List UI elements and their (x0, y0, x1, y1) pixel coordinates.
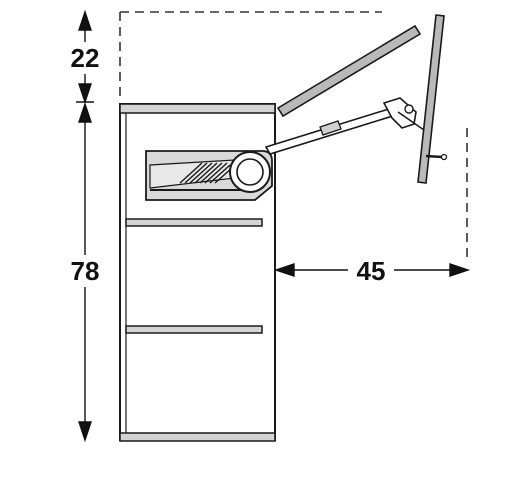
flap (276, 14, 448, 184)
arm-link (397, 111, 425, 131)
dim-78-label: 78 (71, 256, 100, 286)
dim-22-arrow-top (78, 9, 92, 31)
pivot-disc-inner (236, 158, 264, 186)
dim-22-label: 22 (71, 43, 100, 73)
lift-mechanism (145, 150, 273, 201)
arm-sleeve (319, 120, 342, 136)
dim-45-label: 45 (357, 256, 386, 286)
dim-45-arrow-left (273, 263, 295, 277)
dim-22-arrow-bottom (78, 83, 92, 105)
flap-open-position (276, 24, 422, 118)
cabinet-top-panel (119, 103, 276, 114)
cabinet-bottom-panel (119, 432, 276, 442)
clearance-outline (119, 11, 468, 258)
flap-raised-position (417, 14, 445, 184)
dim-22-label-bg (64, 42, 106, 74)
dim-78-arrow-bottom (78, 421, 92, 443)
dim-45-label-bg (348, 256, 394, 286)
dim-78-arrow-top (78, 101, 92, 123)
shelf-lower (125, 325, 263, 334)
dim-45-arrow-right (449, 263, 471, 277)
spring-hatching (179, 162, 233, 184)
lift-arm (264, 97, 425, 155)
arm-pivot-pin (404, 104, 414, 114)
dim-78-label-bg (64, 255, 106, 287)
shelf-upper (125, 218, 263, 227)
flap-handle-knob (440, 153, 448, 161)
flap-handle (425, 154, 443, 159)
